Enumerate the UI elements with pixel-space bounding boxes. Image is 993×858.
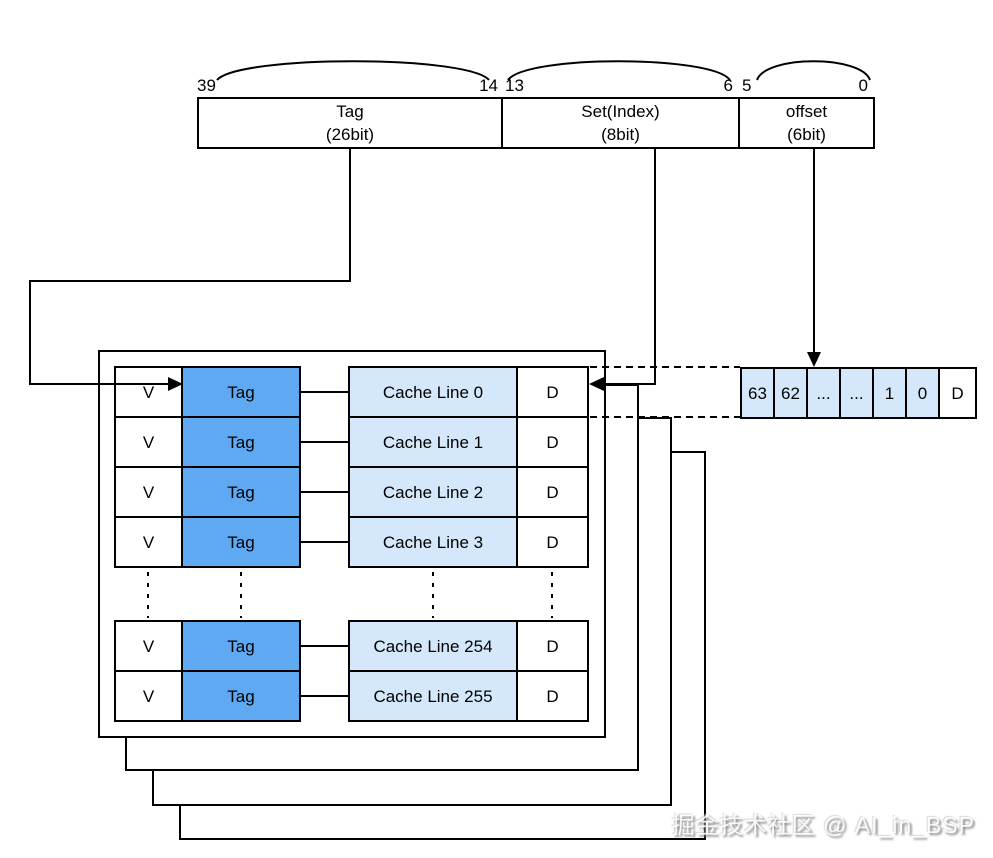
byte-cell-ellipsis: ... xyxy=(839,367,874,419)
set-field-label: Set(Index) xyxy=(581,102,660,121)
tag-cell: Tag xyxy=(181,466,301,518)
cache-line-cell: Cache Line 2 xyxy=(348,466,518,518)
byte-cell-63: 63 xyxy=(740,367,775,419)
cache-line-cell: Cache Line 254 xyxy=(348,620,518,672)
tag-cell: Tag xyxy=(181,620,301,672)
address-field-tag: Tag (26bit) xyxy=(197,97,503,149)
cache-line-cell: Cache Line 255 xyxy=(348,670,518,722)
byte-cell-1: 1 xyxy=(872,367,907,419)
dirty-bit-cell: D xyxy=(516,466,589,518)
tag-compare-arrow-line xyxy=(29,149,351,385)
offset-field-width: (6bit) xyxy=(787,125,826,144)
bit-label-14: 14 xyxy=(479,76,498,95)
valid-bit-cell: V xyxy=(114,466,183,518)
cache-line-cell: Cache Line 1 xyxy=(348,416,518,468)
dirty-bit-cell: D xyxy=(516,516,589,568)
tag-cell: Tag xyxy=(181,516,301,568)
cache-line-cell: Cache Line 3 xyxy=(348,516,518,568)
bit-label-13: 13 xyxy=(505,76,524,95)
tag-field-label: Tag xyxy=(336,102,364,121)
dirty-bit-cell: D xyxy=(516,620,589,672)
valid-bit-cell: V xyxy=(114,516,183,568)
bit-label-6: 6 xyxy=(723,76,733,95)
offset-field-label: offset xyxy=(785,102,828,121)
byte-dirty-cell: D xyxy=(938,367,977,419)
address-field-offset: offset (6bit) xyxy=(738,97,875,149)
byte-cell-62: 62 xyxy=(773,367,808,419)
dirty-bit-cell: D xyxy=(516,416,589,468)
valid-bit-cell: V xyxy=(114,366,183,418)
dirty-bit-cell: D xyxy=(516,366,589,418)
valid-bit-cell: V xyxy=(114,416,183,468)
tag-field-width: (26bit) xyxy=(325,125,375,144)
watermark-text: 掘金技术社区 @ AI_in_BSP xyxy=(671,812,975,838)
set-index-arrow-line xyxy=(600,149,656,385)
dirty-bit-cell: D xyxy=(516,670,589,722)
bit-label-39: 39 xyxy=(197,76,216,95)
valid-bit-cell: V xyxy=(114,620,183,672)
offset-arrowhead-icon xyxy=(807,352,821,367)
address-field-set-index: Set(Index) (8bit) xyxy=(501,97,740,149)
bit-label-5: 5 xyxy=(742,76,752,95)
cache-line-cell: Cache Line 0 xyxy=(348,366,518,418)
tag-cell: Tag xyxy=(181,416,301,468)
byte-cell-0: 0 xyxy=(905,367,940,419)
set-field-width: (8bit) xyxy=(601,125,640,144)
valid-bit-cell: V xyxy=(114,670,183,722)
tag-cell: Tag xyxy=(181,670,301,722)
bit-label-0: 0 xyxy=(858,76,868,95)
tag-cell: Tag xyxy=(181,366,301,418)
byte-cell-ellipsis: ... xyxy=(806,367,841,419)
